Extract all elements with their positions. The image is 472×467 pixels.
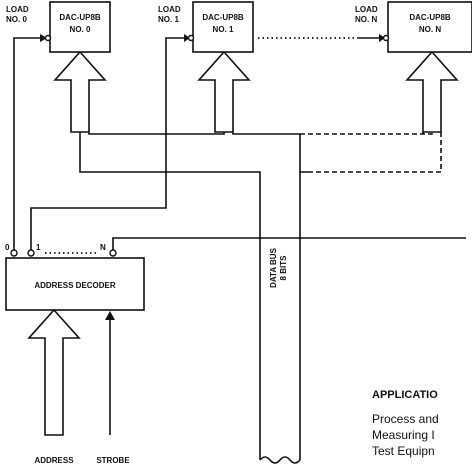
load-label-n-line1: LOAD <box>355 5 378 14</box>
strobe-input-line <box>105 311 115 435</box>
dac-box-1: DAC-UP8B NO. 1 <box>192 1 254 53</box>
dac-0-number: NO. 0 <box>70 25 91 34</box>
applications-line-2: Measuring I <box>372 428 435 442</box>
dac-1-number: NO. 1 <box>213 25 234 34</box>
dac-n-title: DAC-UP8B <box>409 13 451 22</box>
load-line-n <box>357 34 390 42</box>
dac-box-n: DAC-UP8B NO. N <box>387 1 472 53</box>
dac-1-title: DAC-UP8B <box>202 13 244 22</box>
dac-box-0: DAC-UP8B NO. 0 <box>49 1 111 53</box>
svg-text:1: 1 <box>36 243 41 252</box>
load-label-0-line1: LOAD <box>6 5 29 14</box>
dac-n-number: NO. N <box>419 25 441 34</box>
svg-text:0: 0 <box>5 243 10 252</box>
load-line-1 <box>30 34 195 250</box>
load-label-1-line1: LOAD <box>158 5 181 14</box>
data-bus-break <box>259 456 301 464</box>
data-bus-label: DATA BUS <box>269 247 278 288</box>
load-label-0-line2: NO. 0 <box>6 15 27 24</box>
data-bus-width-label: 8 BITS <box>279 255 288 281</box>
strobe-label: STROBE <box>96 456 130 465</box>
applications-heading: APPLICATIO <box>372 389 438 401</box>
decoder-output-0: 0 <box>5 243 18 257</box>
applications-line-3: Test Equipn <box>372 444 435 458</box>
address-decoder-box: ADDRESS DECODER <box>5 257 145 311</box>
data-bus-dashed-extension <box>300 132 442 173</box>
load-label-n-line2: NO. N <box>355 15 377 24</box>
applications-line-1: Process and <box>372 412 439 426</box>
dac-0-title: DAC-UP8B <box>59 13 101 22</box>
address-label: ADDRESS <box>34 456 74 465</box>
data-bus-trunk <box>79 132 308 460</box>
decoder-output-1: 1 <box>27 243 41 257</box>
bus-arrow-dac-0 <box>53 50 107 133</box>
address-decoder-title: ADDRESS DECODER <box>34 281 116 290</box>
bus-arrow-dac-n <box>405 50 459 133</box>
bus-arrow-dac-1 <box>197 50 251 133</box>
decoder-output-n: N <box>100 237 466 257</box>
load-line-0 <box>13 34 52 250</box>
address-input-arrow <box>27 308 81 436</box>
load-label-1-line2: NO. 1 <box>158 15 179 24</box>
svg-text:N: N <box>100 243 106 252</box>
